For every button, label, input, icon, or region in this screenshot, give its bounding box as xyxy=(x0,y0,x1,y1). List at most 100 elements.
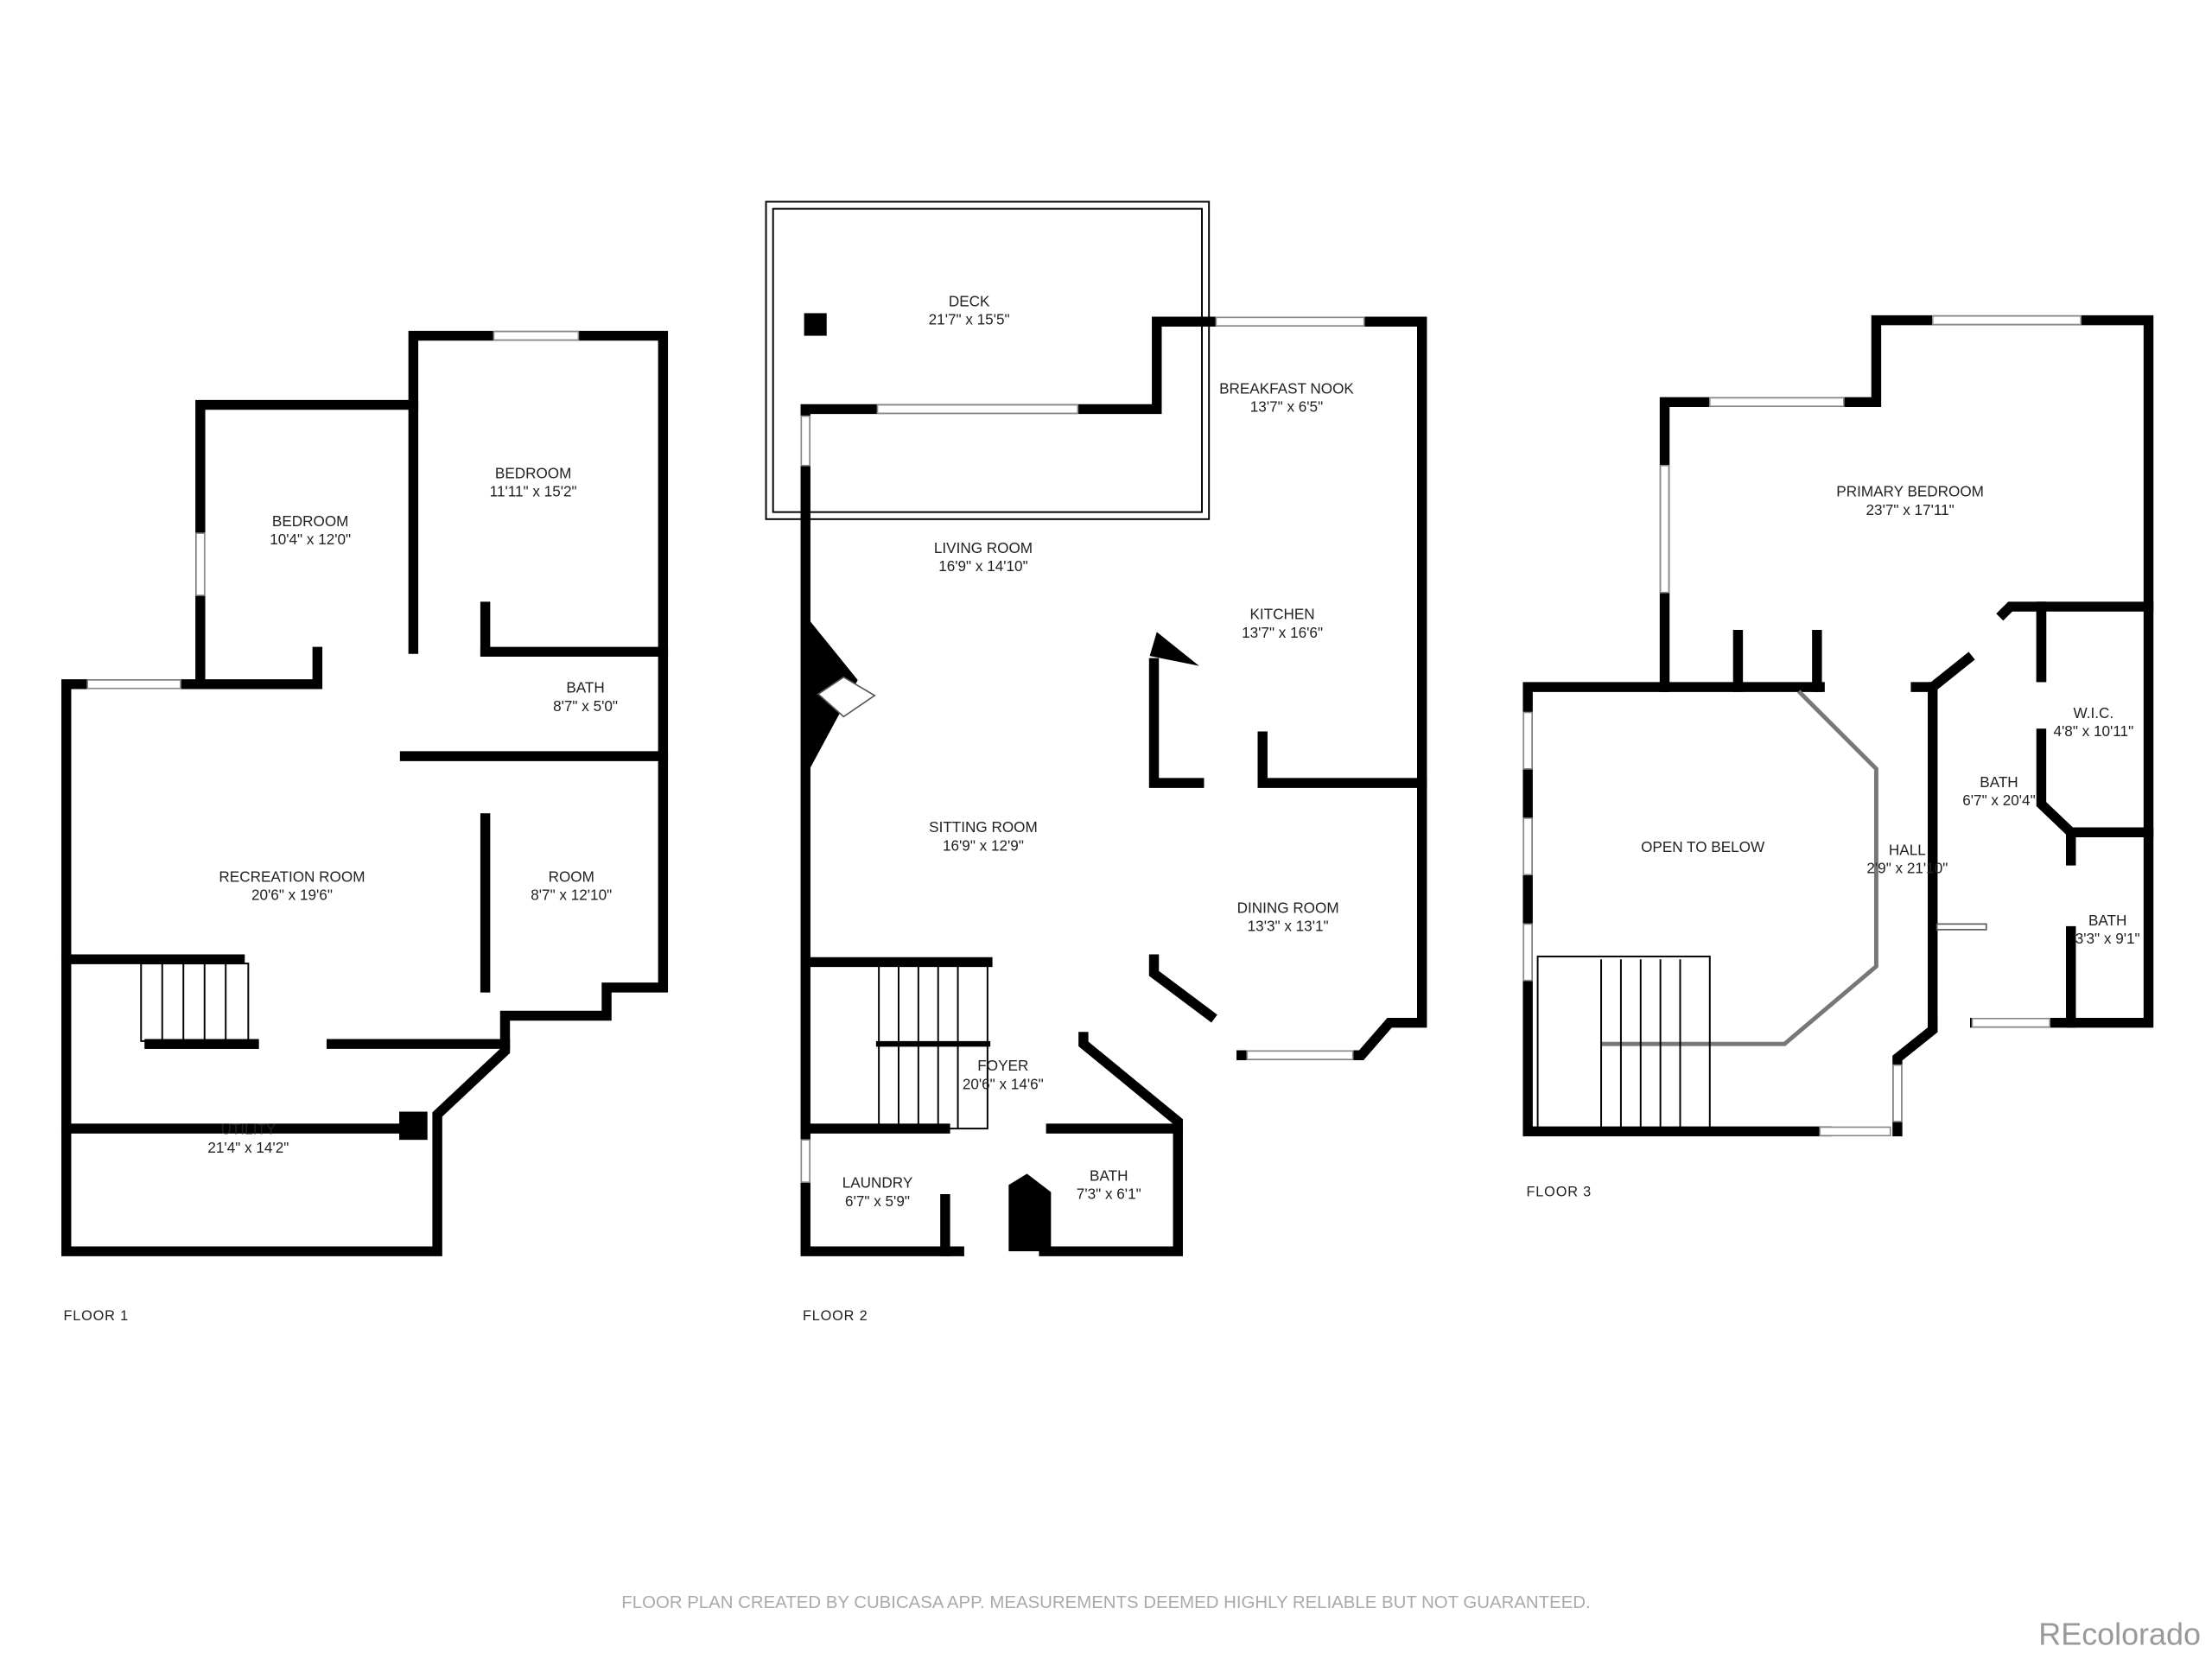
window xyxy=(1708,397,1845,408)
svg-text:13'7" x 6'5": 13'7" x 6'5" xyxy=(1250,398,1323,416)
deck-post xyxy=(804,313,827,336)
floor-label: FLOOR 1 xyxy=(63,1308,129,1324)
window xyxy=(1971,1017,2051,1028)
floor-2-wall xyxy=(1148,658,1205,788)
svg-text:21'7" x 15'5": 21'7" x 15'5" xyxy=(929,311,1010,328)
svg-text:11'11" x 15'2": 11'11" x 15'2" xyxy=(490,483,577,500)
floor-2-wall xyxy=(1257,731,1427,788)
floor-2-wall xyxy=(1039,1032,1183,1256)
svg-text:OPEN TO BELOW: OPEN TO BELOW xyxy=(1641,838,1765,855)
window xyxy=(1931,315,2082,326)
svg-text:BREAKFAST NOOK: BREAKFAST NOOK xyxy=(1219,380,1354,397)
floor-1-column xyxy=(399,1111,428,1141)
room-label: BEDROOM 11'11" x 15'2" xyxy=(490,464,577,499)
svg-text:7'3" x 6'1": 7'3" x 6'1" xyxy=(1077,1185,1141,1203)
svg-text:10'4" x 12'0": 10'4" x 12'0" xyxy=(270,531,351,548)
svg-text:RECREATION ROOM: RECREATION ROOM xyxy=(219,868,365,885)
svg-text:6'7" x 20'4": 6'7" x 20'4" xyxy=(1962,791,2035,809)
svg-text:BEDROOM: BEDROOM xyxy=(272,512,349,530)
window xyxy=(1522,923,1533,982)
svg-text:W.I.C.: W.I.C. xyxy=(2074,704,2114,721)
floor-2-wall xyxy=(1148,954,1217,1023)
floor-1-outer-wall xyxy=(61,330,669,1256)
svg-text:13'3" x 13'1": 13'3" x 13'1" xyxy=(1248,918,1329,935)
closet-block xyxy=(1008,1173,1052,1252)
svg-text:BATH: BATH xyxy=(566,679,604,696)
floor-2-outer-wall xyxy=(1152,316,1427,1060)
window xyxy=(1819,1126,1891,1137)
floor-1-stairs xyxy=(140,963,250,1042)
room-label: OPEN TO BELOW xyxy=(1641,838,1765,855)
shelf xyxy=(1936,923,1987,931)
room-label: DECK 21'7" x 15'5" xyxy=(929,292,1010,327)
svg-text:BEDROOM: BEDROOM xyxy=(495,464,572,481)
window xyxy=(800,415,810,467)
window xyxy=(800,1139,810,1183)
svg-text:16'9" x 12'9": 16'9" x 12'9" xyxy=(943,836,1024,854)
svg-text:HALL: HALL xyxy=(1889,841,1926,858)
room-label: DINING ROOM 13'3" x 13'1" xyxy=(1237,899,1339,934)
kitchen-counter xyxy=(1149,632,1199,666)
svg-text:DINING ROOM: DINING ROOM xyxy=(1237,899,1339,916)
svg-text:PRIMARY BEDROOM: PRIMARY BEDROOM xyxy=(1836,483,1984,500)
floor-3-wall xyxy=(2036,728,2154,837)
open-to-below-railing xyxy=(1601,690,1878,1046)
svg-text:2'9" x 21'10": 2'9" x 21'10" xyxy=(1866,860,1948,877)
window xyxy=(1522,711,1533,770)
window xyxy=(1246,1050,1354,1060)
svg-text:BATH: BATH xyxy=(1980,773,2018,791)
watermark-logo: REcolorado xyxy=(2038,1617,2201,1652)
disclaimer-text: FLOOR PLAN CREATED BY CUBICASA APP. MEAS… xyxy=(621,1593,1590,1612)
svg-text:LIVING ROOM: LIVING ROOM xyxy=(934,539,1033,556)
svg-text:BATH: BATH xyxy=(1090,1167,1128,1185)
room-label: RECREATION ROOM 20'6" x 19'6" xyxy=(219,868,365,903)
svg-text:8'7" x 5'0": 8'7" x 5'0" xyxy=(553,697,618,715)
svg-text:21'4" x 14'2": 21'4" x 14'2" xyxy=(207,1139,289,1156)
window xyxy=(86,679,181,690)
floor-1-wall xyxy=(195,646,323,690)
window xyxy=(1215,316,1365,327)
svg-text:DECK: DECK xyxy=(949,292,990,309)
svg-text:FOYER: FOYER xyxy=(977,1057,1028,1074)
floor-3-wall xyxy=(1996,601,2154,621)
svg-text:KITCHEN: KITCHEN xyxy=(1249,606,1314,623)
svg-text:BATH: BATH xyxy=(2088,912,2126,929)
svg-text:LAUNDRY: LAUNDRY xyxy=(842,1174,913,1192)
deck-railing xyxy=(765,200,1211,520)
floor-3-wall xyxy=(1910,652,1975,692)
window xyxy=(1659,464,1670,594)
deck-railing-inner xyxy=(772,207,1203,513)
floor-label: FLOOR 3 xyxy=(1527,1184,1592,1199)
room-label: HALL 2'9" x 21'10" xyxy=(1866,841,1948,876)
svg-text:3'3" x 9'1": 3'3" x 9'1" xyxy=(2075,930,2140,947)
window xyxy=(1892,1064,1903,1122)
room-label: W.I.C.4'8" x 10'11" xyxy=(2054,704,2134,740)
floor-2-stairs xyxy=(875,958,991,1130)
window xyxy=(195,532,206,596)
svg-text:20'6" x 19'6": 20'6" x 19'6" xyxy=(251,887,333,904)
floor-3-outer-wall xyxy=(1659,315,2154,1028)
svg-text:ROOM: ROOM xyxy=(549,868,594,885)
fireplace-hearth xyxy=(817,676,876,718)
floor-3-outer-wall xyxy=(1892,1017,1938,1137)
svg-text:6'7" x 5'9": 6'7" x 5'9" xyxy=(845,1192,910,1210)
floor-label: FLOOR 2 xyxy=(803,1308,868,1324)
svg-text:16'9" x 14'10": 16'9" x 14'10" xyxy=(938,557,1027,575)
window xyxy=(493,330,580,341)
svg-text:4'8" x 10'11": 4'8" x 10'11" xyxy=(2054,722,2134,740)
floor-3-outer-wall xyxy=(1522,682,1832,1137)
